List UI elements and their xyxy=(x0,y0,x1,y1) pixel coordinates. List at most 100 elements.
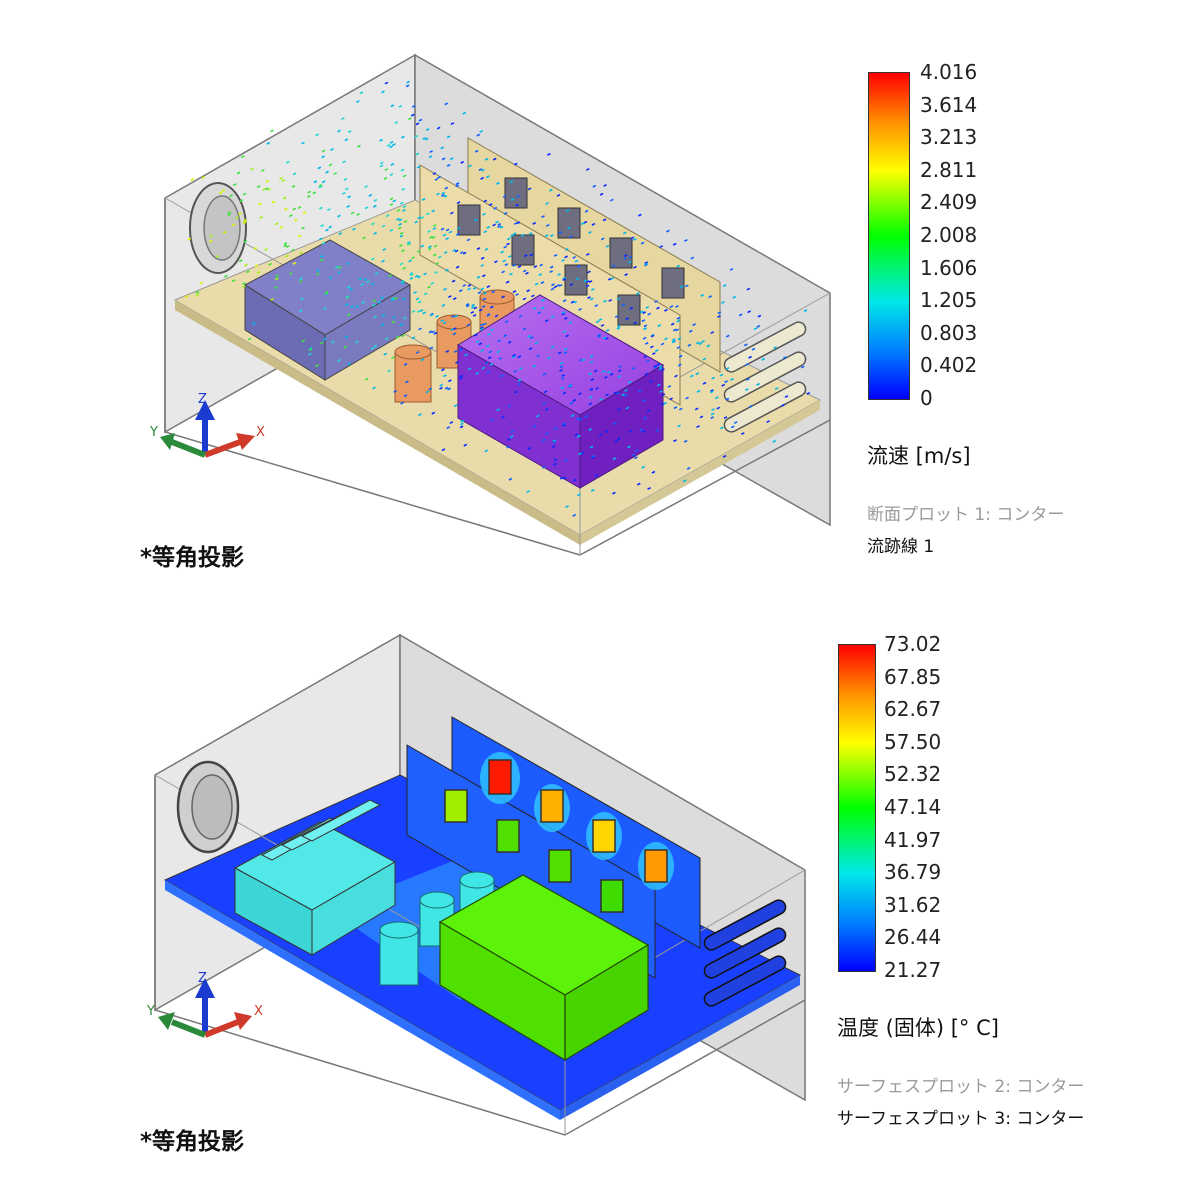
flow-trajectory-dot xyxy=(411,256,415,260)
flow-trajectory-dot xyxy=(559,361,564,365)
flow-trajectory-dot xyxy=(398,104,403,108)
flow-trajectory-dot xyxy=(445,237,450,241)
flow-trajectory-dot xyxy=(402,208,406,212)
flow-trajectory-dot xyxy=(440,227,445,231)
flow-trajectory-dot xyxy=(389,173,394,177)
flow-trajectory-dot xyxy=(696,389,701,393)
legend-tick-label: 31.62 xyxy=(884,892,942,917)
flow-trajectory-dot xyxy=(259,215,263,219)
flow-trajectory-dot xyxy=(532,306,537,310)
flow-trajectory-dot xyxy=(666,229,670,233)
flow-trajectory-dot xyxy=(483,291,487,295)
flow-trajectory-dot xyxy=(631,366,636,370)
flow-trajectory-dot xyxy=(321,155,325,159)
flow-trajectory-dot xyxy=(380,323,385,327)
flow-trajectory-dot xyxy=(327,208,331,212)
legend-tick-label: 57.50 xyxy=(884,729,942,754)
flow-trajectory-dot xyxy=(270,297,274,301)
flow-trajectory-dot xyxy=(397,226,402,230)
flow-trajectory-dot xyxy=(533,265,538,269)
flow-trajectory-dot xyxy=(517,355,522,359)
flow-trajectory-dot xyxy=(594,304,599,308)
flow-trajectory-dot xyxy=(627,445,631,449)
flow-trajectory-dot xyxy=(537,311,542,315)
flow-trajectory-dot xyxy=(616,326,621,330)
flow-trajectory-dot xyxy=(299,277,303,281)
flow-trajectory-dot xyxy=(612,491,616,495)
flow-velocity-view[interactable]: Z X Y xyxy=(0,0,1200,600)
flow-trajectory-dot xyxy=(428,387,433,391)
plot-line-surface-3[interactable]: サーフェスプロット 3: コンター xyxy=(837,1109,1085,1129)
flow-trajectory-dot xyxy=(432,224,437,228)
flow-trajectory-dot xyxy=(676,346,681,350)
flow-trajectory-dot xyxy=(675,328,680,332)
solid-temperature-view[interactable]: Z X Y xyxy=(0,600,1200,1200)
flow-trajectory-dot xyxy=(633,265,637,269)
flow-trajectory-dot xyxy=(446,426,451,430)
flow-trajectory-dot xyxy=(389,140,394,144)
flow-trajectory-dot xyxy=(527,446,532,450)
flow-trajectory-dot xyxy=(497,339,501,343)
flow-trajectory-dot xyxy=(595,386,599,390)
flow-trajectory-dot xyxy=(301,339,306,343)
flow-trajectory-dot xyxy=(312,191,317,195)
axis-triad: Z X Y xyxy=(149,392,265,458)
flow-trajectory-dot xyxy=(465,302,470,306)
flow-trajectory-dot xyxy=(553,253,558,257)
flow-trajectory-dot xyxy=(644,261,649,265)
flow-trajectory-dot xyxy=(471,305,475,309)
flow-trajectory-dot xyxy=(410,113,415,117)
flow-trajectory-dot xyxy=(489,362,494,366)
flow-trajectory-dot xyxy=(453,349,458,353)
flow-trajectory-dot xyxy=(411,104,416,108)
flow-trajectory-dot xyxy=(402,266,407,270)
plot-line-section[interactable]: 断面プロット 1: コンター xyxy=(867,505,1065,525)
flow-trajectory-dot xyxy=(553,462,557,466)
flow-trajectory-dot xyxy=(493,206,498,210)
flow-trajectory-dot xyxy=(279,225,284,229)
flow-trajectory-dot xyxy=(678,354,683,358)
flow-trajectory-dot xyxy=(683,439,688,443)
flow-trajectory-dot xyxy=(572,478,577,482)
flow-trajectory-dot xyxy=(708,295,713,299)
axis-triad: Z X Y xyxy=(146,971,263,1038)
flow-trajectory-dot xyxy=(600,237,605,241)
flow-trajectory-dot xyxy=(439,383,444,387)
flow-trajectory-dot xyxy=(740,432,745,436)
flow-trajectory-dot xyxy=(190,178,195,182)
flow-trajectory-dot xyxy=(497,222,502,226)
plot-line-flow-trajectory[interactable]: 流跡線 1 xyxy=(867,537,935,557)
flow-trajectory-dot xyxy=(747,310,751,314)
flow-trajectory-dot xyxy=(565,505,569,509)
flow-trajectory-dot xyxy=(381,90,385,94)
flow-trajectory-dot xyxy=(634,448,639,452)
flow-trajectory-dot xyxy=(479,129,484,133)
flow-trajectory-dot xyxy=(518,367,523,371)
flow-trajectory-dot xyxy=(592,184,597,188)
flow-trajectory-dot xyxy=(262,187,266,191)
flow-trajectory-dot xyxy=(472,286,477,290)
flow-trajectory-dot xyxy=(389,203,394,207)
flow-trajectory-dot xyxy=(532,364,537,368)
flow-trajectory-dot xyxy=(384,337,389,341)
flow-trajectory-dot xyxy=(518,314,523,318)
flow-trajectory-dot xyxy=(450,122,455,126)
flow-trajectory-dot xyxy=(685,396,689,400)
flow-trajectory-dot xyxy=(350,305,355,309)
flow-trajectory-dot xyxy=(433,331,438,335)
flow-trajectory-dot xyxy=(371,282,375,286)
flow-trajectory-dot xyxy=(710,416,715,420)
flow-trajectory-dot xyxy=(445,228,450,232)
flow-trajectory-dot xyxy=(523,254,528,258)
flow-trajectory-dot xyxy=(318,185,323,189)
flow-trajectory-dot xyxy=(744,388,749,392)
flow-trajectory-dot xyxy=(293,218,298,222)
legend-tick-label: 36.79 xyxy=(884,860,942,885)
flow-trajectory-dot xyxy=(501,415,505,419)
plot-line-surface-2[interactable]: サーフェスプロット 2: コンター xyxy=(837,1077,1085,1097)
flow-trajectory-dot xyxy=(570,300,575,304)
flow-trajectory-dot xyxy=(385,214,390,218)
flow-trajectory-dot xyxy=(325,170,329,174)
flow-trajectory-dot xyxy=(356,100,360,104)
flow-trajectory-dot xyxy=(274,277,279,281)
